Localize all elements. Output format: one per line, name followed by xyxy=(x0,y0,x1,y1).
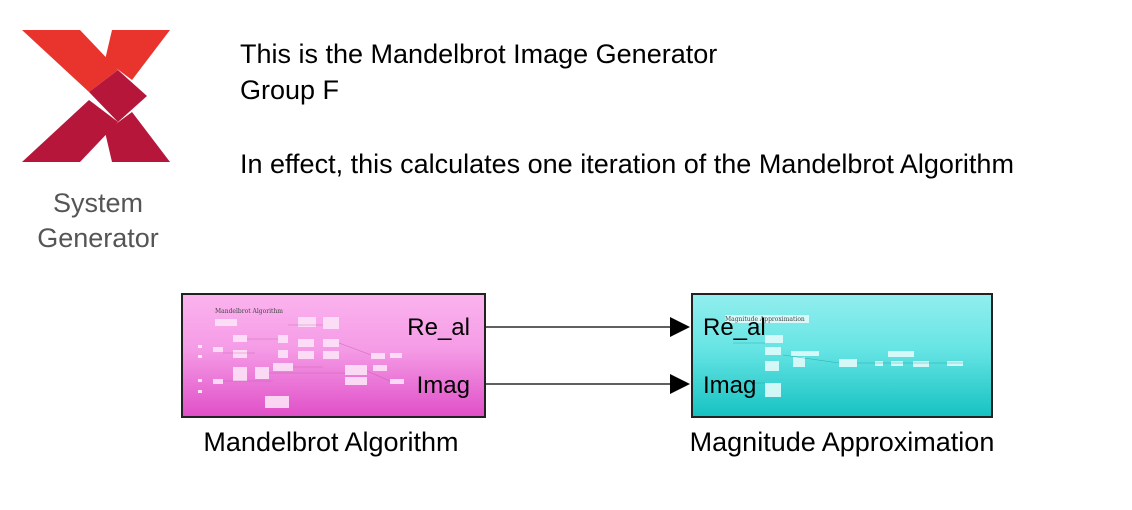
thumbnail-title: Mandelbrot Algorithm xyxy=(215,308,283,315)
wire-imag-arrow xyxy=(670,374,690,394)
logo-caption-line1: System xyxy=(52,188,144,218)
subsystem-mandelbrot-algorithm[interactable]: Mandelbrot Algorithm Re_al Imag xyxy=(181,293,486,418)
xilinx-logo-icon xyxy=(22,30,170,162)
port-out-imag[interactable]: Imag xyxy=(416,372,470,399)
logo-caption: System Generator xyxy=(18,186,178,256)
block-label-magnitude-approximation: Magnitude Approximation xyxy=(689,427,995,457)
port-out-re-al[interactable]: Re_al xyxy=(407,314,470,341)
subsystem-thumbnail xyxy=(725,315,963,397)
port-in-imag[interactable]: Imag xyxy=(703,372,757,399)
wire-re-al-arrow xyxy=(670,317,690,337)
subsystem-magnitude-approximation[interactable]: Magnitude Approximation Re_al Imag xyxy=(691,293,993,418)
port-in-re-al[interactable]: Re_al xyxy=(703,314,766,341)
annotation-line1: This is the Mandelbrot Image Generator xyxy=(240,39,718,69)
annotation-line3: In effect, this calculates one iteration… xyxy=(240,149,1014,179)
block-label-mandelbrot-algorithm: Mandelbrot Algorithm xyxy=(203,427,459,457)
logo-caption-line2: Generator xyxy=(37,223,159,253)
model-annotation: This is the Mandelbrot Image Generator G… xyxy=(240,36,1014,182)
subsystem-thumbnail xyxy=(198,317,404,408)
annotation-line2: Group F xyxy=(240,75,340,105)
thumbnail-title: Magnitude Approximation xyxy=(725,316,805,323)
